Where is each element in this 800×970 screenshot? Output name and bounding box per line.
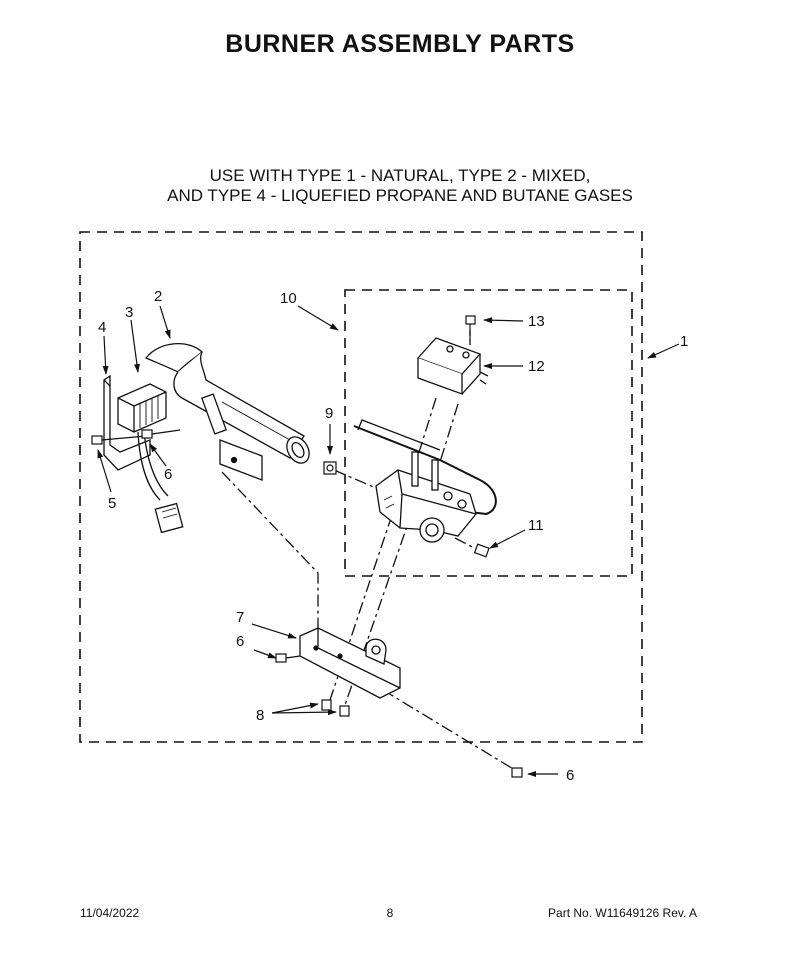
footer-part-number: Part No. W11649126 Rev. A [548,906,697,920]
valve-outline-10 [344,289,633,577]
callout-leaders [97,305,680,777]
mounting-bracket-part-4 [103,374,151,471]
alignment-lines [221,330,516,771]
callout-12: 12 [528,358,545,375]
igniter-part-3 [117,383,167,433]
callout-9: 9 [325,405,333,422]
applicability-line-1: USE WITH TYPE 1 - NATURAL, TYPE 2 - MIXE… [209,166,591,185]
bracket-part-7 [299,627,401,699]
screw-part-6-middle [275,653,301,663]
callout-6-middle: 6 [236,633,244,650]
assembly-outline-1 [79,231,643,743]
footer-page-number: 8 [386,906,394,920]
callout-4: 4 [98,319,106,336]
applicability-note: USE WITH TYPE 1 - NATURAL, TYPE 2 - MIXE… [0,166,800,206]
burner-tube-part-2 [144,342,310,464]
screws-part-8 [321,699,350,717]
callout-6-lower: 6 [566,767,574,784]
screw-part-6-lower [511,767,523,778]
callout-2: 2 [154,288,162,305]
gas-valve-part-10 [353,419,497,543]
nut-part-9 [323,461,337,475]
solenoid-coil-part-12 [416,337,489,395]
tube-support-plate [219,439,263,481]
igniter-wire-harness [137,431,184,534]
callout-1: 1 [680,333,688,350]
callout-11: 11 [528,517,544,534]
callout-10: 10 [280,290,297,307]
applicability-line-2: AND TYPE 4 - LIQUEFIED PROPANE AND BUTAN… [167,186,633,205]
screw-part-5 [91,435,147,445]
callout-8: 8 [256,707,264,724]
callout-7: 7 [236,609,244,626]
callout-13: 13 [528,313,545,330]
callout-6-upper: 6 [164,466,172,483]
screw-part-11 [473,543,490,558]
callout-3: 3 [125,304,133,321]
callout-5: 5 [108,495,116,512]
page-title: BURNER ASSEMBLY PARTS [225,30,575,58]
screw-part-6-upper [141,429,181,439]
screw-part-13 [465,315,476,340]
footer-date: 11/04/2022 [80,906,140,920]
